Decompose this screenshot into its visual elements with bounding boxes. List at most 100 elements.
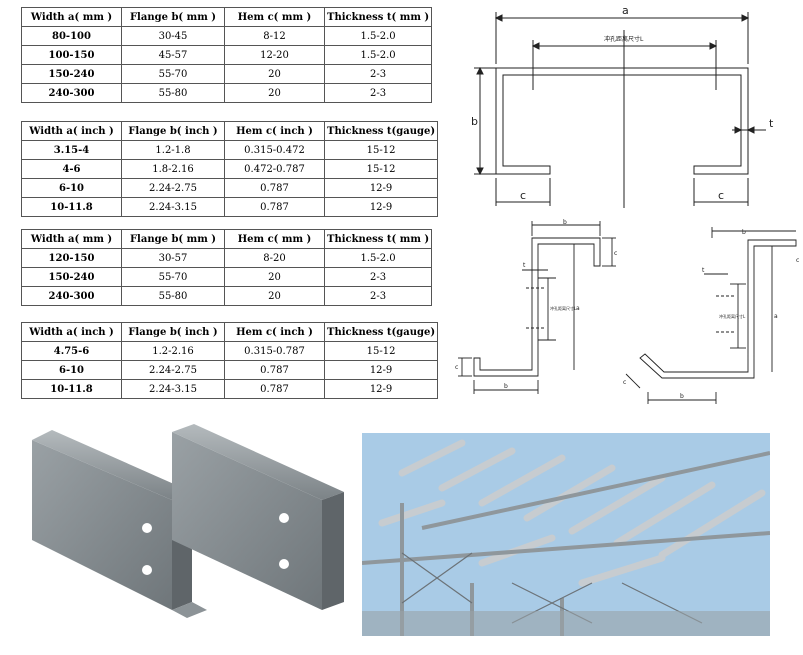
spec-table-1-mm: Width a( mm ) Flange b( mm ) Hem c( mm )… [21,7,433,103]
cell-thickness: 15-12 [323,140,439,160]
table-header-row: Width a( inch ) Flange b( inch ) Hem c( … [21,121,439,141]
cell-width: 3.15-4 [21,140,122,160]
header-hem: Hem c( mm ) [224,229,325,249]
cell-hem: 20 [224,267,325,287]
cell-flange: 30-45 [121,26,225,46]
cell-flange: 55-70 [121,64,225,84]
cell-flange: 55-80 [121,83,225,103]
label-c-left: c [520,189,526,202]
cell-thickness: 1.5-2.0 [323,45,433,65]
cell-flange: 55-80 [121,286,225,306]
header-width: Width a( inch ) [21,121,122,141]
cell-thickness: 12-9 [323,360,439,380]
header-width: Width a( mm ) [21,229,122,249]
label-t: t [769,117,774,130]
label-c-top: c [614,250,617,257]
cell-width: 150-240 [21,267,122,287]
cell-thickness: 2-3 [323,83,433,103]
cell-flange: 1.8-2.16 [121,159,225,179]
cell-thickness: 2-3 [323,64,433,84]
cell-flange: 2.24-2.75 [121,360,225,380]
cell-width: 120-150 [21,248,122,268]
cell-flange: 2.24-3.15 [121,197,225,217]
cell-width: 4.75-6 [21,341,122,361]
cell-hem: 20 [224,64,325,84]
spec-table-4-inch: Width a( inch ) Flange b( inch ) Hem c( … [21,322,439,399]
cell-thickness: 12-9 [323,379,439,399]
header-thickness: Thickness t( mm ) [323,229,433,249]
cell-width: 150-240 [21,64,122,84]
cell-width: 240-300 [21,83,122,103]
header-hem: Hem c( inch ) [224,121,325,141]
spec-table-2-inch: Width a( inch ) Flange b( inch ) Hem c( … [21,121,439,217]
table-header-row: Width a( mm ) Flange b( mm ) Hem c( mm )… [21,229,433,249]
header-thickness: Thickness t(gauge) [323,121,439,141]
header-flange: Flange b( mm ) [121,7,225,27]
header-width: Width a( mm ) [21,7,122,27]
cell-flange: 1.2-2.16 [121,341,225,361]
header-flange: Flange b( inch ) [121,322,225,342]
cell-flange: 2.24-3.15 [121,379,225,399]
c-channel-diagram: a 冲孔距离尺寸L b c c t [471,4,774,208]
table-header-row: Width a( mm ) Flange b( mm ) Hem c( mm )… [21,7,433,27]
c-channel-purlins-image [32,424,344,618]
label-b-top: b [742,229,746,236]
header-flange: Flange b( mm ) [121,229,225,249]
cell-hem: 0.787 [224,178,325,198]
cell-thickness: 15-12 [323,159,439,179]
label-c-bottom: c [623,379,626,386]
label-t: t [523,262,526,269]
cell-flange: 55-70 [121,267,225,287]
label-t: t [702,267,705,274]
cell-width: 240-300 [21,286,122,306]
header-hem: Hem c( inch ) [224,322,325,342]
hole-distance-label: 冲孔距离尺寸L [719,313,746,319]
cell-flange: 45-57 [121,45,225,65]
cell-hem: 20 [224,286,325,306]
cell-width: 10-11.8 [21,197,122,217]
steel-roof-frame-image [362,433,770,636]
cell-hem: 0.315-0.787 [224,341,325,361]
label-c-right: c [718,189,724,202]
cell-width: 6-10 [21,360,122,380]
hole-distance-label: 冲孔距离尺寸L [550,305,577,311]
cell-hem: 20 [224,83,325,103]
cell-thickness: 2-3 [323,267,433,287]
cell-thickness: 2-3 [323,286,433,306]
spec-table-3-mm: Width a( mm ) Flange b( mm ) Hem c( mm )… [21,229,433,306]
cell-hem: 0.787 [224,197,325,217]
label-b-bottom: b [680,393,684,400]
cell-hem: 0.787 [224,360,325,380]
header-hem: Hem c( mm ) [224,7,325,27]
cell-thickness: 12-9 [323,197,439,217]
cell-flange: 30-57 [121,248,225,268]
label-b-top: b [563,219,567,226]
cell-hem: 0.315-0.472 [224,140,325,160]
cell-width: 6-10 [21,178,122,198]
cell-thickness: 15-12 [323,341,439,361]
header-thickness: Thickness t( mm ) [323,7,433,27]
cell-thickness: 12-9 [323,178,439,198]
cell-hem: 8-12 [224,26,325,46]
cell-flange: 2.24-2.75 [121,178,225,198]
cell-hem: 0.787 [224,379,325,399]
label-a: a [774,313,778,320]
header-thickness: Thickness t(gauge) [323,322,439,342]
header-flange: Flange b( inch ) [121,121,225,141]
z-section-diagram-right: b t 冲孔距离尺寸L a c b c [623,227,799,404]
label-b-bottom: b [504,383,508,390]
cell-width: 4-6 [21,159,122,179]
cell-hem: 8-20 [224,248,325,268]
label-b: b [471,115,478,128]
label-a: a [576,305,580,312]
cell-thickness: 1.5-2.0 [323,248,433,268]
